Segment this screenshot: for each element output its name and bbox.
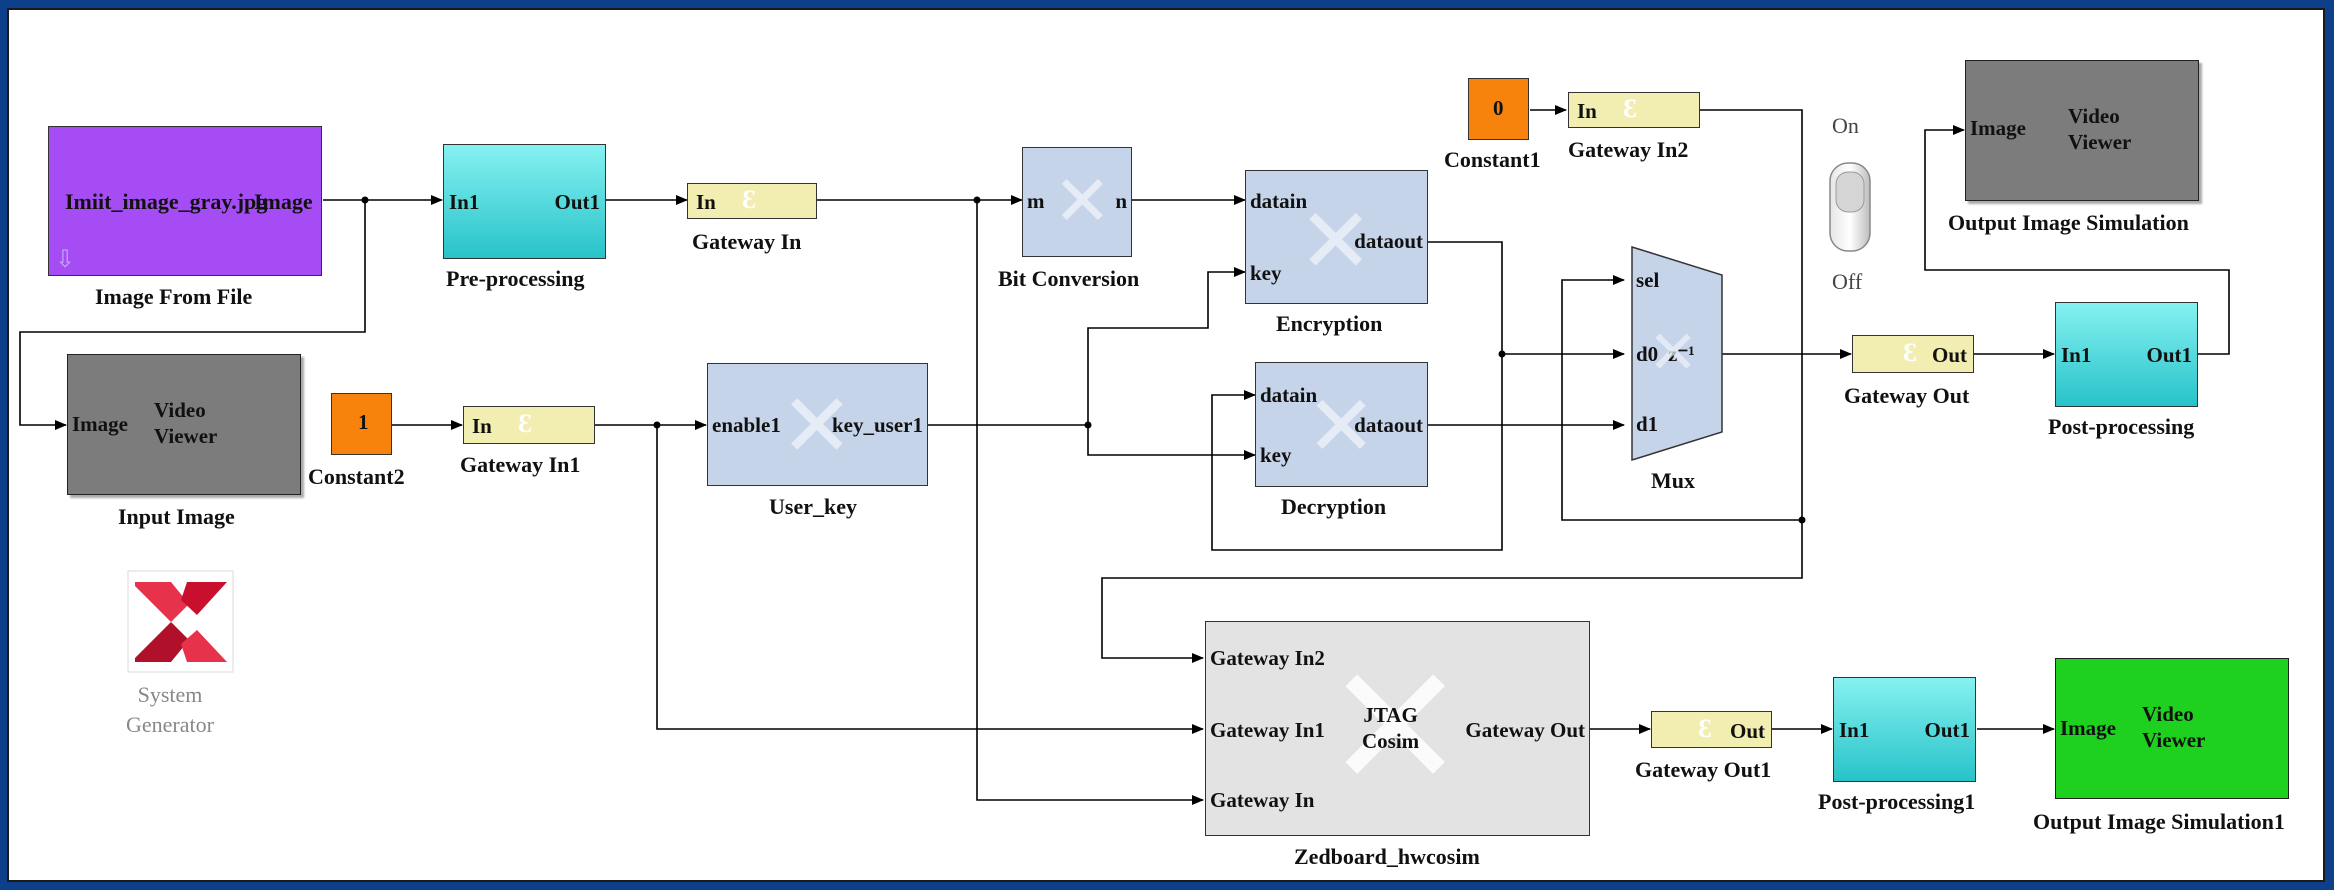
user-key-block[interactable]: enable1 key_user1 ✕ <box>707 363 928 486</box>
postprocessing-block[interactable]: In1 Out1 <box>2055 302 2198 407</box>
input-image-label: Input Image <box>118 504 235 529</box>
xilinx-logo-icon: ✕ <box>1648 320 1699 386</box>
datain-port: datain <box>1250 189 1308 213</box>
gateway-out-label: Gateway Out <box>1844 383 1970 408</box>
xilinx-logo-icon: Ɛ <box>742 185 756 214</box>
gateway-in-port: In <box>696 190 716 214</box>
decryption-label: Decryption <box>1281 494 1387 519</box>
xilinx-logo-icon: Ɛ <box>518 409 532 438</box>
gateway-out1-block[interactable]: Ɛ Out <box>1651 711 1772 748</box>
decryption-block[interactable]: datain key dataout ✕ <box>1255 362 1428 487</box>
gateway-out1-port: Out <box>1729 719 1765 743</box>
gateway-in2-block[interactable]: In Ɛ <box>1568 92 1700 128</box>
key-user1-port: key_user1 <box>832 413 923 437</box>
xilinx-logo-icon: ✕ <box>1053 164 1112 241</box>
zedboard-hwcosim-block[interactable]: ✕ Gateway In2 Gateway In1 Gateway In JTA… <box>1205 621 1590 836</box>
image-port: Image <box>72 412 128 436</box>
preprocessing-block[interactable]: In1 Out1 <box>443 144 606 259</box>
gateway-out-block[interactable]: Ɛ Out <box>1852 335 1974 373</box>
key-port: key <box>1260 443 1292 467</box>
video-viewer-text: Video Viewer <box>2142 702 2206 752</box>
gateway-in-block[interactable]: In Ɛ <box>687 183 817 219</box>
dataout-port: dataout <box>1354 229 1423 253</box>
key-port: key <box>1250 261 1282 285</box>
postprocessing-label: Post-processing <box>2048 414 2195 439</box>
image-port: Image <box>254 189 313 214</box>
constant2-label: Constant2 <box>308 464 405 489</box>
xilinx-logo-icon <box>127 570 234 673</box>
constant2-block[interactable]: 1 <box>331 393 392 455</box>
download-arrow-icon: ⇩ <box>55 247 76 273</box>
bit-conversion-label: Bit Conversion <box>998 266 1140 291</box>
jtag-cosim-text: JTAG Cosim <box>1362 703 1420 753</box>
zedboard-hwcosim-label: Zedboard_hwcosim <box>1294 844 1480 869</box>
image-port: Image <box>2060 716 2116 740</box>
gateway-out-port: Gateway Out <box>1465 718 1585 742</box>
postprocessing1-block[interactable]: In1 Out1 <box>1833 677 1976 782</box>
xilinx-logo-icon: ✕ <box>780 379 854 476</box>
xilinx-logo-icon: ✕ <box>1306 381 1377 474</box>
gateway-in2-port: Gateway In2 <box>1210 646 1325 670</box>
gateway-out1-label: Gateway Out1 <box>1635 757 1772 782</box>
xilinx-logo-icon: Ɛ <box>1903 338 1917 367</box>
n-port: n <box>1115 189 1127 213</box>
output-image-simulation1-block[interactable]: Image Video Viewer <box>2055 658 2289 799</box>
datain-port: datain <box>1260 383 1318 407</box>
bit-conversion-block[interactable]: m n ✕ <box>1022 147 1132 257</box>
gateway-in1-port: In <box>472 414 492 438</box>
switch-off-label: Off <box>1832 269 1863 294</box>
encryption-label: Encryption <box>1276 311 1383 336</box>
video-viewer-text: Video Viewer <box>154 398 218 448</box>
xilinx-logo-icon: Ɛ <box>1623 94 1637 123</box>
video-viewer-text: Video Viewer <box>2068 104 2132 154</box>
out1-port: Out1 <box>1924 718 1970 742</box>
constant1-label: Constant1 <box>1444 147 1541 172</box>
out1-port: Out1 <box>554 190 600 214</box>
postprocessing1-label: Post-processing1 <box>1818 789 1976 814</box>
file-name-text: Imiit_image_gray.jpg <box>65 189 268 214</box>
dataout-port: dataout <box>1354 413 1423 437</box>
xilinx-logo-icon: ✕ <box>1324 635 1467 823</box>
mux-delay-text: z⁻¹ <box>1668 342 1695 366</box>
input-image-block[interactable]: Image Video Viewer <box>67 354 301 495</box>
output-image-simulation-block[interactable]: Image Video Viewer <box>1965 60 2199 201</box>
gateway-in1-label: Gateway In1 <box>460 452 581 477</box>
image-from-file-block[interactable]: Imiit_image_gray.jpg Image ⇩ <box>48 126 322 276</box>
in1-port: In1 <box>1839 718 1870 742</box>
mux-sel-port: sel <box>1636 268 1660 292</box>
gateway-in1-port: Gateway In1 <box>1210 718 1325 742</box>
gateway-out-port: Out <box>1931 343 1967 367</box>
mux-d0-port: d0 <box>1636 342 1659 366</box>
output-image-simulation-label: Output Image Simulation <box>1948 210 2189 235</box>
system-generator-block[interactable] <box>127 570 234 673</box>
enable1-port: enable1 <box>712 413 781 437</box>
out1-port: Out1 <box>2146 343 2192 367</box>
image-from-file-label: Image From File <box>95 284 253 309</box>
gateway-in2-port: In <box>1577 99 1597 123</box>
system-generator-label: System Generator <box>126 682 214 737</box>
xilinx-logo-icon: ✕ <box>1298 193 1374 292</box>
output-image-simulation1-label: Output Image Simulation1 <box>2033 809 2285 834</box>
constant2-value: 1 <box>358 410 369 434</box>
mux-label: Mux <box>1651 468 1695 493</box>
xilinx-logo-icon: Ɛ <box>1698 714 1712 743</box>
m-port: m <box>1027 189 1045 213</box>
gateway-in2-label: Gateway In2 <box>1568 137 1689 162</box>
gateway-in-port: Gateway In <box>1210 788 1315 812</box>
mux-shape <box>1631 245 1723 462</box>
image-port: Image <box>1970 116 2026 140</box>
constant1-block[interactable]: 0 <box>1468 78 1529 140</box>
switch-on-label: On <box>1832 113 1859 138</box>
mux-d1-port: d1 <box>1636 412 1659 436</box>
gateway-in1-block[interactable]: In Ɛ <box>463 406 595 444</box>
encryption-block[interactable]: datain key dataout ✕ <box>1245 170 1428 304</box>
preprocessing-label: Pre-processing <box>446 266 585 291</box>
constant1-value: 0 <box>1493 96 1504 120</box>
in1-port: In1 <box>449 190 480 214</box>
in1-port: In1 <box>2061 343 2092 367</box>
user-key-label: User_key <box>769 494 857 519</box>
gateway-in-label: Gateway In <box>692 229 802 254</box>
